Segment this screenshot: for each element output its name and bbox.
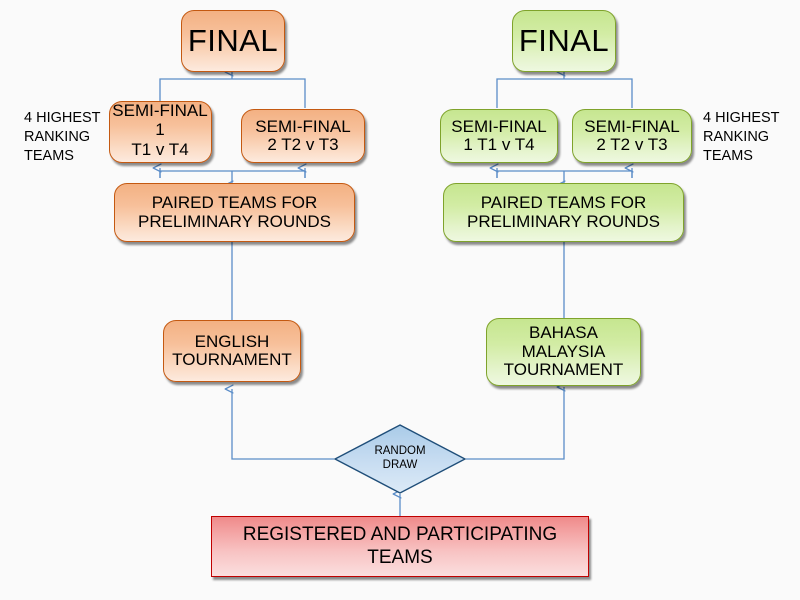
note-left-ranking-teams: 4 HIGHEST RANKING TEAMS — [24, 109, 101, 166]
english-tournament-line2: TOURNAMENT — [172, 350, 292, 369]
random-draw-line1: RANDOM — [374, 445, 426, 458]
paired-teams-bahasa-line2: PRELIMINARY ROUNDS — [466, 211, 661, 231]
node-english-tournament[interactable]: ENGLISH TOURNAMENT — [163, 320, 301, 382]
connector-left-paired-to-semis — [159, 170, 306, 178]
connector-draw-to-right-tournament — [466, 387, 564, 460]
node-semifinal-1-english[interactable] — [109, 101, 212, 163]
node-paired-teams-english[interactable]: PAIRED TEAMS FOR PRELIMINARY ROUNDS — [114, 183, 355, 242]
node-registered-teams[interactable]: REGISTERED AND PARTICIPATING TEAMS — [211, 516, 589, 577]
node-semifinal-2-bahasa[interactable]: SEMI-FINAL 2 T2 v T3 — [572, 109, 692, 163]
semifinal-1-bahasa-line1: SEMI-FINAL — [451, 116, 547, 136]
node-bahasa-malaysia-tournament[interactable]: BAHASA MALAYSIA TOURNAMENT — [486, 318, 641, 386]
english-tournament-line1: ENGLISH — [194, 331, 270, 351]
node-random-draw[interactable]: RANDOM DRAW — [334, 424, 466, 494]
registered-teams-line1: REGISTERED AND PARTICIPATING — [242, 524, 558, 546]
connector-right-paired-to-semis — [496, 170, 633, 178]
paired-teams-bahasa-line1: PAIRED TEAMS FOR — [480, 193, 647, 213]
node-semifinal-2-english[interactable]: SEMI-FINAL 2 T2 v T3 — [241, 109, 365, 163]
note-right-line2: RANKING — [703, 129, 770, 146]
node-final-english[interactable]: FINAL — [181, 10, 285, 72]
registered-teams-line2: TEAMS — [367, 546, 433, 568]
note-left-line2: RANKING — [24, 129, 91, 146]
connector-right-semis-to-final — [496, 78, 633, 108]
random-draw-line2: DRAW — [382, 459, 418, 471]
node-final-bahasa-label: FINAL — [518, 23, 610, 59]
node-final-bahasa[interactable]: FINAL — [512, 10, 616, 72]
semifinal-2-bahasa-line1: SEMI-FINAL — [584, 116, 680, 136]
semifinal-2-bahasa-line2: 2 T2 v T3 — [596, 135, 668, 154]
random-draw-label: RANDOM DRAW — [374, 445, 425, 472]
bahasa-tournament-line1: BAHASA — [529, 323, 598, 343]
node-final-english-label: FINAL — [187, 23, 279, 59]
semifinal-2-english-line2: 2 T2 v T3 — [267, 135, 339, 154]
semifinal-2-english-line1: SEMI-FINAL — [255, 116, 351, 136]
diamond-shape — [334, 424, 466, 494]
note-left-line1: 4 HIGHEST — [24, 110, 101, 126]
note-right-line3: TEAMS — [703, 148, 753, 165]
note-left-line3: TEAMS — [24, 148, 74, 165]
note-right-line1: 4 HIGHEST — [703, 110, 780, 126]
semifinal-1-bahasa-line2: 1 T1 v T4 — [463, 135, 535, 154]
note-right-ranking-teams: 4 HIGHEST RANKING TEAMS — [703, 109, 780, 166]
paired-teams-english-line1: PAIRED TEAMS FOR — [151, 193, 318, 213]
connector-draw-to-left-tournament — [232, 389, 334, 460]
bahasa-tournament-line2: MALAYSIA — [521, 341, 606, 361]
node-semifinal-1-bahasa[interactable]: SEMI-FINAL 1 T1 v T4 — [440, 109, 558, 163]
node-paired-teams-bahasa[interactable]: PAIRED TEAMS FOR PRELIMINARY ROUNDS — [443, 183, 684, 242]
paired-teams-english-line2: PRELIMINARY ROUNDS — [137, 211, 332, 231]
bahasa-tournament-line3: TOURNAMENT — [503, 360, 624, 380]
